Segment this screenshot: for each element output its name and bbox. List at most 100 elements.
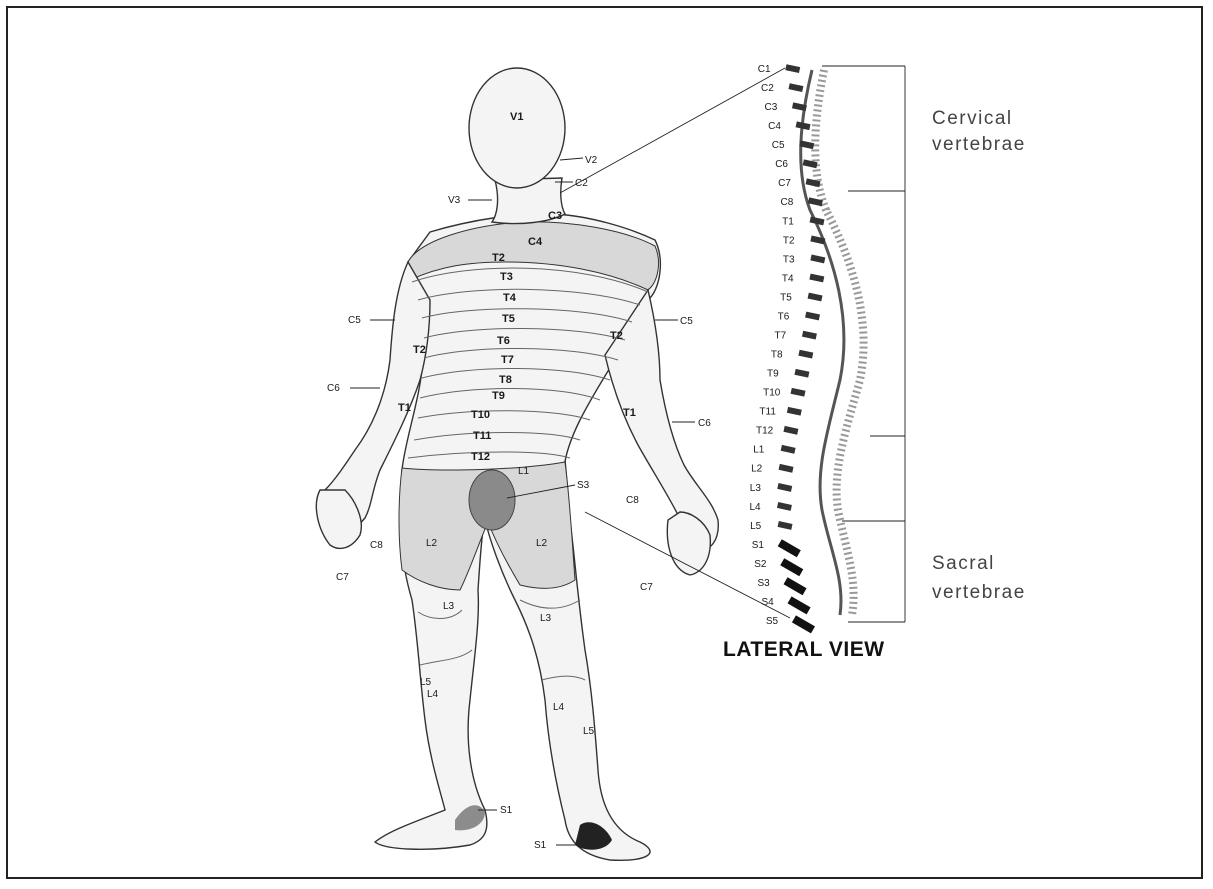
vertebra-l1 xyxy=(781,445,796,454)
label-s1-right: S1 xyxy=(534,840,547,851)
spine-label-t1: T1 xyxy=(782,216,794,227)
label-t1-right: T1 xyxy=(623,407,636,419)
spine-label-t2: T2 xyxy=(783,235,795,246)
vertebra-l4 xyxy=(777,502,792,511)
spine-label-l2: L2 xyxy=(751,464,763,475)
vertebra-l2 xyxy=(779,464,794,473)
spine-label-c3: C3 xyxy=(765,102,778,113)
vertebra-s1 xyxy=(778,539,801,557)
spine-label-l5: L5 xyxy=(750,521,762,532)
label-c6-right: C6 xyxy=(698,418,711,429)
cervical-label-line2: vertebrae xyxy=(932,134,1026,155)
lateral-view-title: LATERAL VIEW xyxy=(723,638,885,661)
label-s3: S3 xyxy=(577,480,590,491)
vertebra-t9 xyxy=(794,369,809,378)
label-c7-left: C7 xyxy=(336,572,349,583)
vertebra-t10 xyxy=(791,388,806,397)
label-c4: C4 xyxy=(528,236,543,248)
label-t7: T7 xyxy=(501,354,514,366)
label-v3: V3 xyxy=(448,195,461,206)
label-t8: T8 xyxy=(499,374,512,386)
label-t2-right: T2 xyxy=(610,330,623,342)
spine-label-l1: L1 xyxy=(753,445,765,456)
vertebra-l5 xyxy=(778,521,793,530)
vertebra-t6 xyxy=(805,312,820,321)
spine-label-t4: T4 xyxy=(782,273,794,284)
label-v2: V2 xyxy=(585,155,598,166)
label-c7-right: C7 xyxy=(640,582,653,593)
vertebra-t5 xyxy=(808,293,823,302)
label-t11: T11 xyxy=(473,430,491,442)
vertebra-l3 xyxy=(777,483,792,492)
spine-label-c4: C4 xyxy=(768,121,781,132)
spine-lateral-view xyxy=(777,64,864,633)
spine-label-t11: T11 xyxy=(759,407,776,418)
label-t2: T2 xyxy=(492,252,505,264)
vertebra-s3 xyxy=(784,577,807,595)
head xyxy=(469,68,565,188)
spine-labels: C1C2C3C4C5C6C7C8T1T2T3T4T5T6T7T8T9T10T11… xyxy=(750,64,796,627)
label-s1-left: S1 xyxy=(500,805,513,816)
label-l1: L1 xyxy=(518,466,530,477)
label-t6: T6 xyxy=(497,335,510,347)
body-figure xyxy=(316,68,718,860)
vertebra-c8 xyxy=(808,197,823,206)
spine-label-s5: S5 xyxy=(766,616,779,627)
label-l4-left: L4 xyxy=(427,689,439,700)
label-c5-left: C5 xyxy=(348,315,361,326)
vertebra-s4 xyxy=(788,596,811,614)
spine-label-s1: S1 xyxy=(752,540,765,551)
spine-label-t9: T9 xyxy=(767,369,779,380)
label-t10: T10 xyxy=(471,409,490,421)
spine-label-c7: C7 xyxy=(778,178,791,189)
label-c5-right: C5 xyxy=(680,316,693,327)
label-c6-left: C6 xyxy=(327,383,340,394)
vertebra-t4 xyxy=(809,274,824,283)
label-l3-right: L3 xyxy=(540,613,552,624)
cervical-label-line1: Cervical xyxy=(932,108,1013,129)
spine-label-l3: L3 xyxy=(750,483,762,494)
spine-label-t7: T7 xyxy=(775,331,787,342)
label-v1: V1 xyxy=(510,111,523,123)
label-t1-left: T1 xyxy=(398,402,411,414)
spine-label-t5: T5 xyxy=(780,292,792,303)
vertebra-t7 xyxy=(802,331,817,340)
spine-label-s4: S4 xyxy=(762,597,775,608)
label-l4-right: L4 xyxy=(553,702,565,713)
vertebra-c1 xyxy=(785,64,800,73)
spine-label-t8: T8 xyxy=(771,350,783,361)
label-l5-left: L5 xyxy=(420,677,432,688)
s3-groin-patch xyxy=(469,470,515,530)
vertebra-t3 xyxy=(810,255,825,264)
sacral-label-line2: vertebrae xyxy=(932,582,1026,603)
label-t12: T12 xyxy=(471,451,490,463)
spine-label-l4: L4 xyxy=(750,502,762,513)
label-t4: T4 xyxy=(503,292,517,304)
vertebra-c2 xyxy=(788,83,803,92)
spine-label-s2: S2 xyxy=(754,559,767,570)
label-l2-left: L2 xyxy=(426,538,438,549)
vertebra-t8 xyxy=(798,350,813,359)
label-c8-right: C8 xyxy=(626,495,639,506)
spine-label-s3: S3 xyxy=(758,578,771,589)
spine-label-c8: C8 xyxy=(781,197,794,208)
vertebra-t12 xyxy=(783,426,798,435)
vertebra-s5 xyxy=(792,615,815,633)
label-l3-left: L3 xyxy=(443,601,455,612)
spine-label-t12: T12 xyxy=(756,426,774,437)
spine-label-t10: T10 xyxy=(763,388,781,399)
label-c3: C3 xyxy=(548,210,562,222)
label-t2-left: T2 xyxy=(413,344,426,356)
spine-label-t3: T3 xyxy=(783,254,795,265)
spinal-canal-outline xyxy=(815,70,863,615)
label-t3: T3 xyxy=(500,271,513,283)
spine-label-c1: C1 xyxy=(758,64,771,75)
label-c8-left: C8 xyxy=(370,540,383,551)
spine-label-c2: C2 xyxy=(761,83,774,94)
label-l5-right: L5 xyxy=(583,726,595,737)
spine-label-t6: T6 xyxy=(778,311,790,322)
vertebra-t11 xyxy=(787,407,802,416)
spine-label-c5: C5 xyxy=(772,140,785,151)
label-l2-right: L2 xyxy=(536,538,548,549)
